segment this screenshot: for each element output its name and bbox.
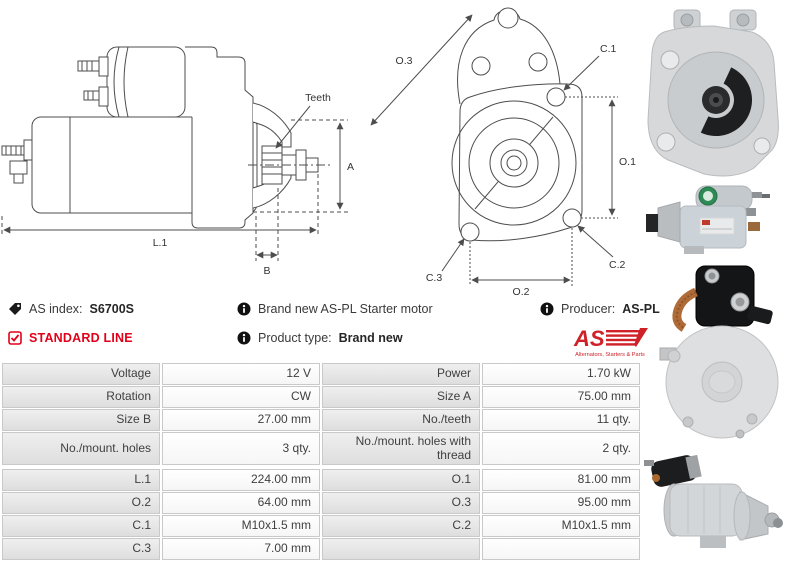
product-type-label: Product type:	[258, 331, 332, 345]
producer-value: AS-PL	[622, 302, 660, 316]
description-text: Brand new AS-PL Starter motor	[258, 302, 433, 316]
product-type-line: Product type: Brand new	[237, 330, 537, 346]
side-view-drawing: Teeth A L.1 B	[1, 46, 354, 277]
spec-value-size-b: 27.00 mm	[162, 409, 320, 431]
starter-angled-view-photo	[644, 454, 783, 548]
dim-label-teeth: Teeth	[305, 92, 331, 104]
spec-label-c2: C.2	[322, 515, 480, 537]
starter-side-view-photo	[646, 185, 770, 254]
info-column-index: AS index: S6700S STANDARD LINE	[8, 301, 233, 359]
starter-front-view-photo	[647, 9, 779, 177]
table-row: No./mount. holes 3 qty. No./mount. holes…	[2, 432, 642, 465]
as-index-label: AS index:	[29, 302, 83, 316]
spec-label-power: Power	[322, 363, 480, 385]
info-icon	[237, 331, 251, 345]
spec-value-rotation: CW	[162, 386, 320, 408]
spec-label-c3: C.3	[2, 538, 160, 560]
info-icon	[540, 302, 554, 316]
dim-label-c3: C.3	[426, 272, 443, 284]
table-row: L.1 224.00 mm O.1 81.00 mm	[2, 469, 642, 491]
spec-table: Voltage 12 V Power 1.70 kW Rotation CW S…	[2, 363, 642, 561]
spec-label-voltage: Voltage	[2, 363, 160, 385]
dim-label-o2: O.2	[513, 286, 530, 298]
spec-label-mount-holes-thread: No./mount. holes with thread	[322, 432, 480, 465]
spec-value-power: 1.70 kW	[482, 363, 640, 385]
product-photos-column	[644, 0, 786, 561]
spec-value-teeth: 11 qty.	[482, 409, 640, 431]
standard-line-badge: STANDARD LINE	[8, 330, 233, 346]
spec-label-mount-holes: No./mount. holes	[2, 432, 160, 465]
info-icon	[237, 302, 251, 316]
description-line: Brand new AS-PL Starter motor	[237, 301, 537, 317]
info-column-description: Brand new AS-PL Starter motor Product ty…	[237, 301, 537, 359]
spec-value-l1: 224.00 mm	[162, 469, 320, 491]
checkbox-checked-icon	[8, 331, 22, 345]
table-row: Size B 27.00 mm No./teeth 11 qty.	[2, 409, 642, 431]
spec-label-empty	[322, 538, 480, 560]
brand-logo-tagline: Alternators, Starters & Parts	[575, 352, 645, 358]
as-index-value: S6700S	[89, 302, 134, 316]
dim-label-c2: C.2	[609, 259, 626, 271]
spec-value-mount-holes: 3 qty.	[162, 432, 320, 465]
table-row: Rotation CW Size A 75.00 mm	[2, 386, 642, 408]
dim-label-a: A	[347, 161, 354, 173]
spec-value-size-a: 75.00 mm	[482, 386, 640, 408]
dim-label-o3: O.3	[396, 55, 413, 67]
dim-label-o1: O.1	[619, 156, 636, 168]
spec-label-o1: O.1	[322, 469, 480, 491]
front-view-drawing: O.3 C.1 O.1 C.2 C.3 O.2	[370, 7, 636, 298]
info-column-producer: Producer: AS-PL AS Alternators, Starters…	[540, 301, 665, 365]
as-index-line: AS index: S6700S	[8, 301, 233, 317]
spec-value-voltage: 12 V	[162, 363, 320, 385]
product-type-value: Brand new	[338, 331, 403, 345]
dim-label-b: B	[263, 265, 270, 277]
as-pl-brand-logo: AS Alternators, Starters & Parts	[573, 326, 648, 358]
spec-label-size-b: Size B	[2, 409, 160, 431]
spec-value-o3: 95.00 mm	[482, 492, 640, 514]
table-row: Voltage 12 V Power 1.70 kW	[2, 363, 642, 385]
spec-label-o2: O.2	[2, 492, 160, 514]
dim-label-c1: C.1	[600, 43, 617, 55]
spec-label-o3: O.3	[322, 492, 480, 514]
spec-label-teeth: No./teeth	[322, 409, 480, 431]
spec-label-c1: C.1	[2, 515, 160, 537]
brand-logo-text: AS	[573, 326, 605, 351]
dim-label-l1: L.1	[153, 237, 168, 249]
table-row: C.3 7.00 mm	[2, 538, 642, 560]
producer-line: Producer: AS-PL	[540, 301, 665, 317]
tag-icon	[9, 303, 21, 315]
starter-rear-solenoid-photo	[659, 265, 779, 439]
table-row: C.1 M10x1.5 mm C.2 M10x1.5 mm	[2, 515, 642, 537]
spec-label-l1: L.1	[2, 469, 160, 491]
spec-value-c1: M10x1.5 mm	[162, 515, 320, 537]
spec-value-mount-holes-thread: 2 qty.	[482, 432, 640, 465]
producer-label: Producer:	[561, 302, 616, 316]
spec-value-c3: 7.00 mm	[162, 538, 320, 560]
spec-value-o1: 81.00 mm	[482, 469, 640, 491]
spec-label-rotation: Rotation	[2, 386, 160, 408]
standard-line-label: STANDARD LINE	[29, 331, 133, 345]
spec-value-empty	[482, 538, 640, 560]
table-row: O.2 64.00 mm O.3 95.00 mm	[2, 492, 642, 514]
spec-label-size-a: Size A	[322, 386, 480, 408]
spec-value-c2: M10x1.5 mm	[482, 515, 640, 537]
spec-value-o2: 64.00 mm	[162, 492, 320, 514]
